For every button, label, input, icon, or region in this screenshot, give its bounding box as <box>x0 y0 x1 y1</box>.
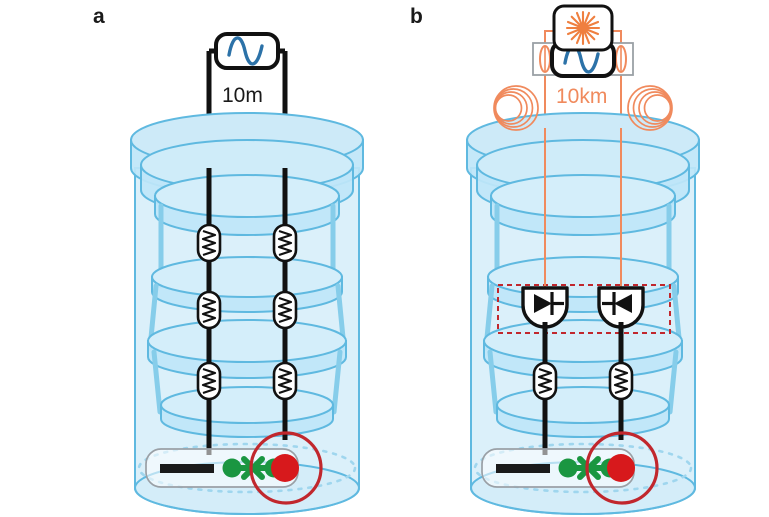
attenuator-a-r2-right <box>272 290 298 330</box>
attenuator-b-r1-right <box>608 361 634 401</box>
cable-length-label-b: 10km <box>556 85 608 108</box>
fiber-spool-left-b <box>493 85 539 131</box>
attenuator-a-r2-left <box>196 290 222 330</box>
cable-length-label-a: 10m <box>222 84 263 107</box>
photodiode-left-b <box>521 286 569 329</box>
panel-label-b: b <box>410 5 423 28</box>
panel-b <box>466 4 700 515</box>
fiber-spool-right-b <box>627 85 673 131</box>
attenuator-b-r1-left <box>532 361 558 401</box>
readout-resonator-b <box>585 431 659 505</box>
panel-a <box>130 32 364 515</box>
photodiode-right-b <box>597 286 645 329</box>
signal-generator-a[interactable] <box>214 32 280 70</box>
readout-resonator-a <box>249 431 323 505</box>
cryostat-a <box>130 112 364 515</box>
cryostat-b <box>466 112 700 515</box>
laser-source-b[interactable] <box>552 4 614 52</box>
fiber-overlay-b <box>544 128 622 291</box>
attenuator-a-r1-right <box>272 223 298 263</box>
panel-label-a: a <box>93 5 105 28</box>
attenuator-a-r1-left <box>196 223 222 263</box>
photonic-link-region-b <box>497 284 671 334</box>
attenuator-a-r3-right <box>272 361 298 401</box>
attenuator-a-r3-left <box>196 361 222 401</box>
